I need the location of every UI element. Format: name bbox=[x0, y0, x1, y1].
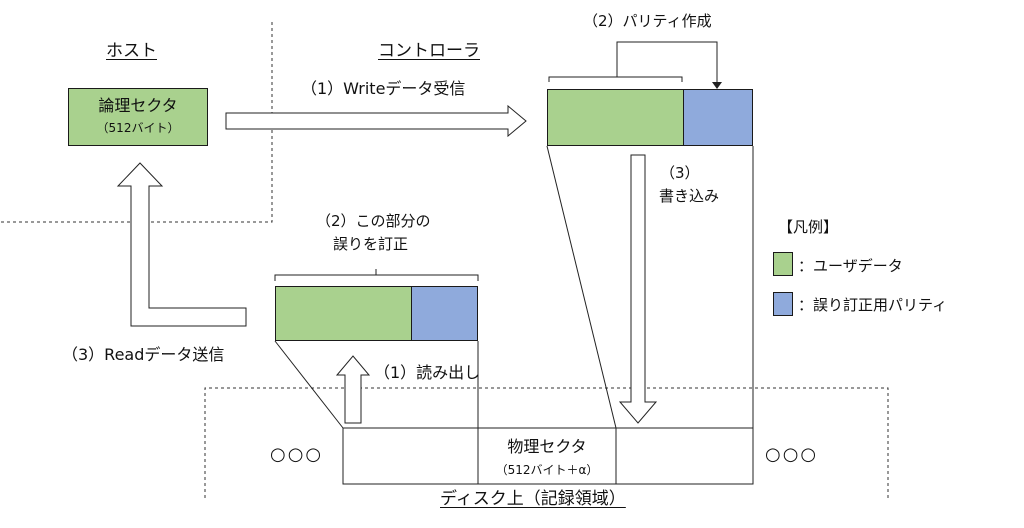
legend-parity-swatch bbox=[773, 292, 793, 316]
read-user-data-block bbox=[275, 286, 411, 341]
logical-sector-box: 論理セクタ （512バイト） bbox=[68, 88, 208, 146]
write-parity-block bbox=[683, 89, 753, 146]
correction-label-line1: （2）この部分の bbox=[316, 212, 431, 230]
write-down-arrow bbox=[618, 154, 658, 424]
parity-create-label: （2）パリティ作成 bbox=[583, 12, 712, 30]
parity-create-arrowhead bbox=[712, 82, 722, 89]
legend-parity-label: ：誤り訂正用パリティ bbox=[798, 296, 948, 314]
write-receive-label: （1）Writeデータ受信 bbox=[301, 79, 466, 98]
read-send-label: （3）Readデータ送信 bbox=[62, 345, 225, 364]
controller-label: コントローラ bbox=[378, 41, 480, 61]
read-parity-block bbox=[411, 286, 478, 341]
physical-sector-label: 物理セクタ bbox=[507, 437, 587, 456]
write-step-number: （3） bbox=[660, 164, 700, 182]
host-label: ホスト bbox=[106, 41, 157, 61]
read-up-arrow bbox=[335, 355, 371, 424]
write-user-data-block bbox=[547, 89, 683, 146]
disk-ellipsis-left: ○○○ bbox=[270, 444, 324, 465]
disk-area-label: ディスク上（記録領域） bbox=[440, 489, 626, 509]
disk-sector-strip bbox=[342, 427, 754, 485]
parity-create-arrow bbox=[616, 41, 718, 82]
logical-sector-label: 論理セクタ bbox=[98, 96, 178, 115]
disk-area-dashed-boundary bbox=[204, 387, 889, 498]
read-send-arrow bbox=[116, 162, 247, 327]
write-projection-left bbox=[546, 145, 617, 429]
legend-user-data-label: ：ユーザデータ bbox=[798, 257, 903, 275]
read-out-label: （1）読み出し bbox=[374, 363, 481, 382]
legend-user-data-swatch bbox=[773, 252, 793, 276]
disk-ellipsis-right: ○○○ bbox=[765, 444, 819, 465]
legend-title: 【凡例】 bbox=[778, 218, 839, 236]
write-step-label: 書き込み bbox=[659, 187, 720, 205]
parity-create-bracket bbox=[548, 76, 683, 82]
correction-label-line2: 誤りを訂正 bbox=[333, 235, 409, 253]
logical-sector-size: （512バイト） bbox=[96, 121, 180, 135]
physical-sector-size: （512バイト＋α） bbox=[495, 463, 599, 477]
host-boundary-dashed-line bbox=[0, 22, 273, 223]
correction-bracket bbox=[274, 274, 479, 281]
read-projection-left bbox=[274, 340, 344, 429]
write-arrow bbox=[225, 104, 527, 138]
